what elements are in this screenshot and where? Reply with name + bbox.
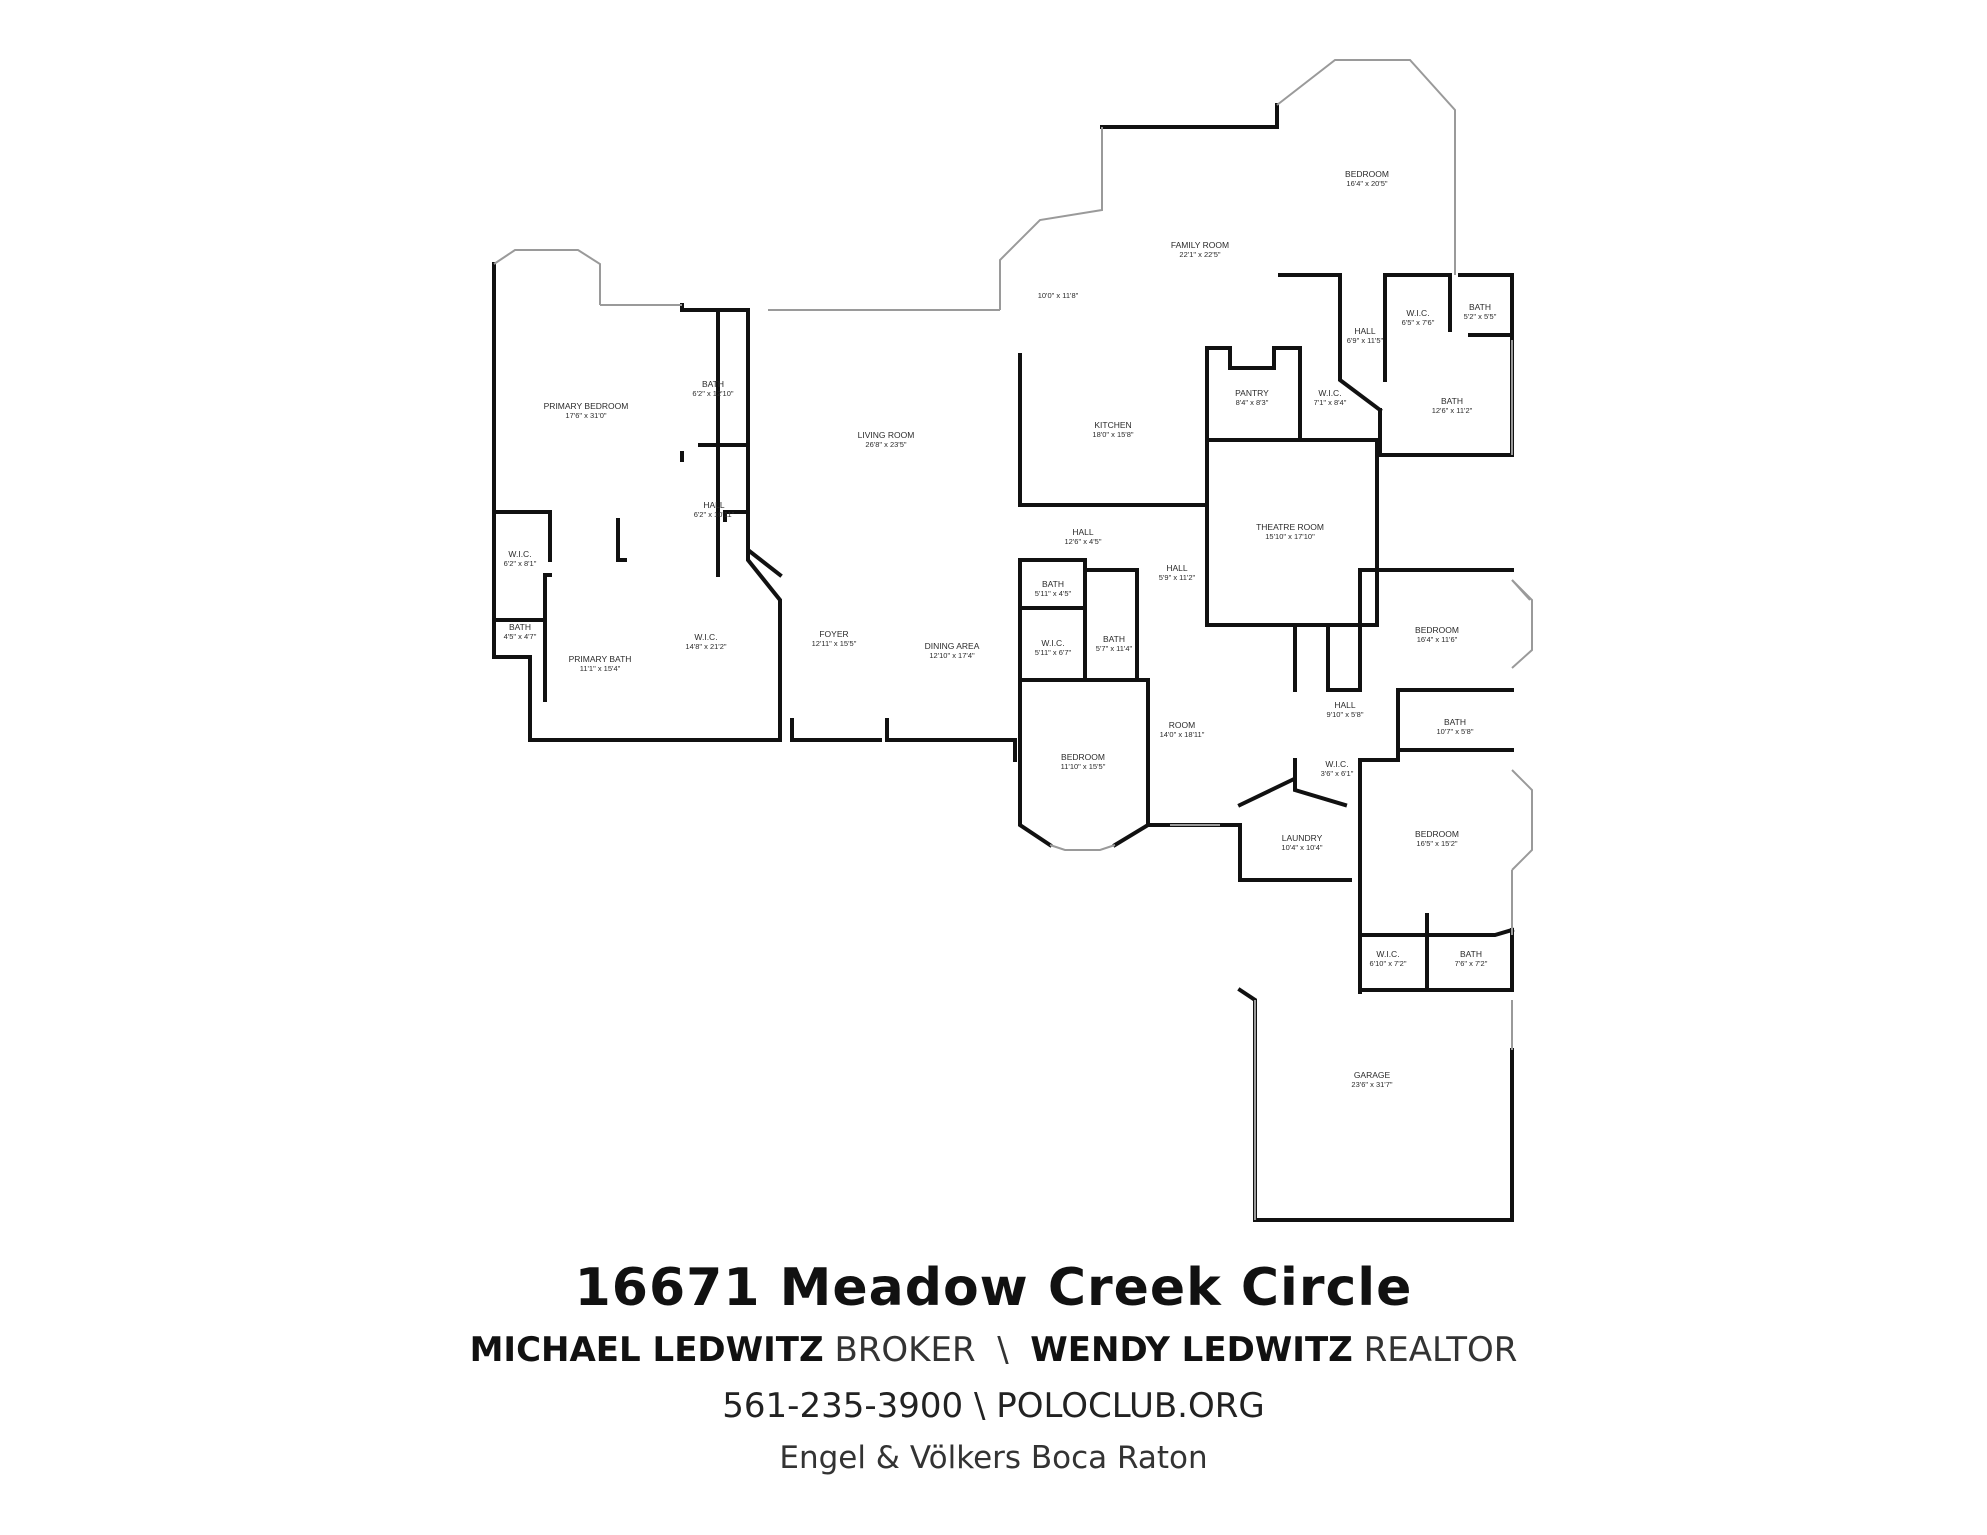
room-name: BEDROOM [1415, 625, 1459, 635]
room-dim: 5'11" x 6'7" [1035, 648, 1072, 657]
room-dim: 7'6" x 7'2" [1455, 959, 1488, 968]
room-name: BATH [1444, 717, 1466, 727]
room-dim: 10'7" x 5'8" [1437, 727, 1474, 736]
room-dim: 5'2" x 5'5" [1464, 312, 1497, 321]
agents-separator: \ [997, 1330, 1009, 1370]
room-name: PRIMARY BEDROOM [544, 401, 629, 411]
room-dim: 17'6" x 31'0" [565, 411, 606, 420]
agent1-name: MICHAEL LEDWITZ [469, 1330, 824, 1370]
room-dim: 12'11" x 15'5" [812, 639, 857, 648]
room-name: HALL [703, 500, 725, 510]
room-dim: 8'4" x 8'3" [1236, 398, 1269, 407]
room-name: HALL [1072, 527, 1094, 537]
room-name: GARAGE [1354, 1070, 1391, 1080]
room-name: W.I.C. [508, 549, 531, 559]
room-dim: 26'8" x 23'5" [865, 440, 906, 449]
room-dim: 10'0" x 11'8" [1038, 291, 1079, 300]
contact-info: 561-235-3900 \ POLOCLUB.ORG [722, 1386, 1265, 1426]
room-name: FOYER [819, 629, 848, 639]
room-name: W.I.C. [1376, 949, 1399, 959]
room-dim: 16'4" x 11'6" [1417, 635, 1458, 644]
room-dim: 23'6" x 31'7" [1351, 1080, 1392, 1089]
room-name: BATH [1460, 949, 1482, 959]
agent2-title: REALTOR [1363, 1330, 1518, 1370]
room-name: W.I.C. [694, 632, 717, 642]
room-labels: PRIMARY BEDROOM 17'6" x 31'0" BATH 6'2" … [504, 169, 1497, 1089]
room-dim: 18'0" x 15'8" [1092, 430, 1133, 439]
room-dim: 10'4" x 10'4" [1281, 843, 1322, 852]
room-name: LAUNDRY [1282, 833, 1323, 843]
room-name: W.I.C. [1406, 308, 1429, 318]
room-dim: 12'6" x 11'2" [1432, 406, 1473, 415]
room-dim: 5'7" x 11'4" [1096, 644, 1133, 653]
room-dim: 12'6" x 4'5" [1065, 537, 1102, 546]
room-name: ROOM [1169, 720, 1195, 730]
room-name: BATH [702, 379, 724, 389]
room-name: BATH [1441, 396, 1463, 406]
room-dim: 22'1" x 22'5" [1179, 250, 1220, 259]
room-name: LIVING ROOM [858, 430, 915, 440]
room-dim: 14'0" x 18'11" [1160, 730, 1205, 739]
room-dim: 16'4" x 20'5" [1346, 179, 1387, 188]
room-name: KITCHEN [1094, 420, 1131, 430]
room-name: BATH [1103, 634, 1125, 644]
agent1-title: BROKER [834, 1330, 976, 1370]
room-dim: 11'1" x 15'4" [580, 664, 621, 673]
room-dim: 6'2" x 8'1" [504, 559, 537, 568]
room-name: W.I.C. [1041, 638, 1064, 648]
room-name: BEDROOM [1061, 752, 1105, 762]
room-dim: 4'5" x 4'7" [504, 632, 537, 641]
windows [493, 59, 1533, 1220]
room-dim: 3'6" x 6'1" [1321, 769, 1354, 778]
room-dim: 7'1" x 8'4" [1314, 398, 1347, 407]
room-dim: 12'10" x 17'4" [929, 651, 975, 660]
room-dim: 6'2" x 10'11" [694, 510, 735, 519]
room-name: W.I.C. [1325, 759, 1348, 769]
floor-plan: PRIMARY BEDROOM 17'6" x 31'0" BATH 6'2" … [492, 59, 1533, 1222]
room-dim: 9'10" x 5'8" [1327, 710, 1364, 719]
room-name: HALL [1334, 700, 1356, 710]
room-dim: 16'5" x 15'2" [1416, 839, 1457, 848]
room-name: BATH [1042, 579, 1064, 589]
room-name: HALL [1166, 563, 1188, 573]
room-dim: 11'10" x 15'5" [1061, 762, 1106, 771]
room-name: THEATRE ROOM [1256, 522, 1324, 532]
room-name: BATH [1469, 302, 1491, 312]
room-name: DINING AREA [925, 641, 980, 651]
room-dim: 5'11" x 4'5" [1035, 589, 1072, 598]
agent2-name: WENDY LEDWITZ [1030, 1330, 1353, 1370]
room-name: HALL [1354, 326, 1376, 336]
room-name: BEDROOM [1415, 829, 1459, 839]
room-name: PANTRY [1235, 388, 1269, 398]
room-dim: 6'2" x 12'10" [692, 389, 733, 398]
room-name: BATH [509, 622, 531, 632]
room-dim: 14'8" x 21'2" [685, 642, 726, 651]
brokerage-name: Engel & Völkers Boca Raton [779, 1440, 1208, 1476]
walls [492, 103, 1515, 1222]
agents-line: MICHAEL LEDWITZ BROKER \ WENDY LEDWITZ R… [0, 1330, 1987, 1370]
room-dim: 5'9" x 11'2" [1159, 573, 1196, 582]
room-name: W.I.C. [1318, 388, 1341, 398]
property-address: 16671 Meadow Creek Circle [574, 1258, 1413, 1318]
room-name: PRIMARY BATH [569, 654, 632, 664]
room-name: BEDROOM [1345, 169, 1389, 179]
room-dim: 15'10" x 17'10" [1265, 532, 1315, 541]
room-dim: 6'5" x 7'6" [1402, 318, 1435, 327]
room-name: FAMILY ROOM [1171, 240, 1229, 250]
room-dim: 6'10" x 7'2" [1370, 959, 1407, 968]
room-dim: 6'9" x 11'5" [1347, 336, 1384, 345]
